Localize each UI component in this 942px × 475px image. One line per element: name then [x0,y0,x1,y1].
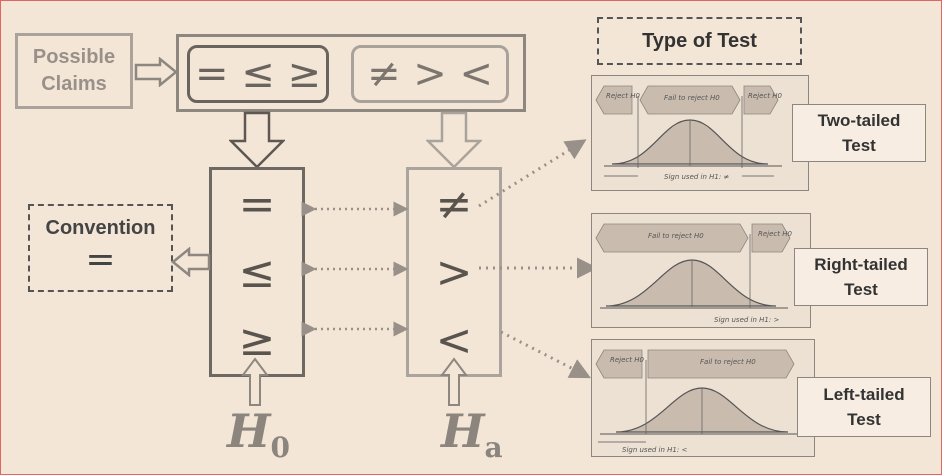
ha-label-sub: a [484,431,503,465]
two-tailed-fail: Fail to reject H0 [664,94,720,102]
null-hypothesis-column: = ≤ ≥ [209,167,305,377]
null-claim-symbols: = ≤ ≥ [187,45,329,103]
right-tailed-fail: Fail to reject H0 [648,232,704,240]
two-tailed-sign-note: Sign used in H1: ≠ [664,173,729,181]
null-symbol-geq: ≥ [238,314,276,366]
right-tailed-label-line2: Test [844,280,878,299]
left-tailed-panel: Reject H0 Fail to reject H0 Sign used in… [591,339,815,457]
two-tailed-reject-right: Reject H0 [748,92,783,100]
two-tailed-panel: Reject H0 Fail to reject H0 Reject H0 Si… [591,75,809,191]
column-connectors [301,201,409,337]
right-tailed-label-line1: Right-tailed [814,255,908,274]
possible-claims-label: Possible Claims [32,46,116,95]
h0-label: H0 [227,404,290,464]
left-tailed-sign-note: Sign used in H1: < [622,446,687,454]
alt-claim-symbols: ≠ > < [351,45,509,103]
right-tailed-reject-right: Reject H0 [758,230,793,238]
claims-symbol-group: = ≤ ≥ ≠ > < [176,34,526,112]
convention-box: Convention = [28,204,173,292]
two-tailed-label-line2: Test [842,136,876,155]
null-symbol-leq: ≤ [238,246,276,298]
type-of-test-box: Type of Test [597,17,802,65]
h0-label-sub: 0 [270,431,290,465]
h0-label-main: H [227,404,271,458]
right-tailed-panel: Fail to reject H0 Reject H0 Sign used in… [591,213,811,328]
down-arrow-ha [426,111,482,169]
alt-symbol-gt: > [435,246,473,298]
left-tailed-fail: Fail to reject H0 [700,358,756,366]
left-tailed-label-line1: Left-tailed [823,385,905,404]
type-of-test-title: Type of Test [642,29,757,52]
test-connectors [478,139,596,379]
two-tailed-label-line1: Two-tailed [817,111,901,130]
down-arrow-h0 [229,111,285,169]
convention-symbol: = [85,238,116,280]
two-tailed-reject-left: Reject H0 [606,92,641,100]
ha-label-main: H [441,404,485,458]
left-tailed-reject-left: Reject H0 [610,356,645,364]
right-tailed-sign-note: Sign used in H1: > [714,316,779,324]
up-arrow-ha [440,357,468,406]
alt-symbol-lt: < [435,314,473,366]
claims-arrow [134,57,178,87]
up-arrow-h0 [241,357,269,406]
convention-arrow [171,247,211,277]
left-tailed-label-line2: Test [847,410,881,429]
null-symbol-equal: = [238,178,276,230]
convention-title: Convention [45,216,156,239]
ha-label: Ha [441,404,503,464]
alt-symbol-neq: ≠ [435,178,473,230]
possible-claims-box: Possible Claims [15,33,133,109]
